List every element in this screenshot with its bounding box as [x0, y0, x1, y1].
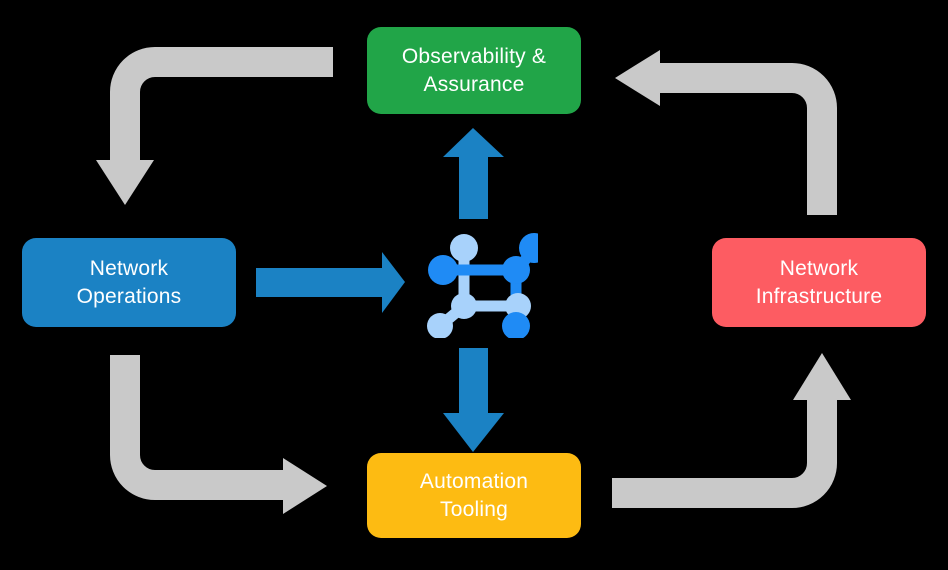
blue-arrow-center-to-observability	[443, 128, 504, 219]
node-network-infrastructure[interactable]: Network Infrastructure	[712, 238, 926, 327]
node-network-operations[interactable]: Network Operations	[22, 238, 236, 327]
blue-arrow-center-to-automation	[443, 348, 504, 452]
gray-arrow-operations-to-automation	[110, 355, 327, 514]
node-observability-assurance[interactable]: Observability & Assurance	[367, 27, 581, 114]
network-topology-icon	[418, 218, 549, 340]
gray-arrow-automation-to-infrastructure	[612, 353, 851, 508]
gray-arrow-observability-to-operations	[96, 47, 333, 205]
gray-arrow-infrastructure-to-observability	[615, 50, 837, 215]
blue-arrow-operations-to-center	[256, 252, 405, 313]
node-automation-tooling[interactable]: Automation Tooling	[367, 453, 581, 538]
